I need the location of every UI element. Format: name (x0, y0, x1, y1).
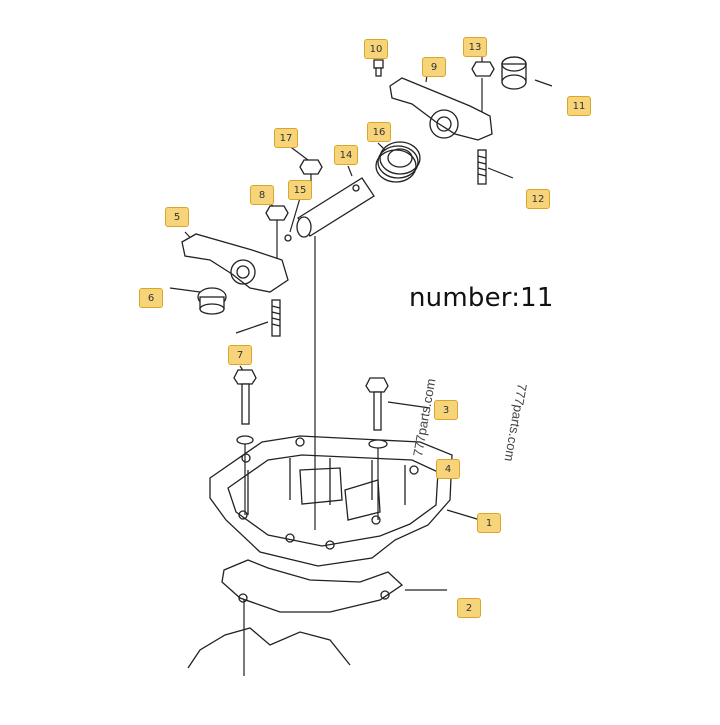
bolt-short (233, 369, 257, 515)
bolt-long (365, 377, 389, 520)
adjust-screw-left (271, 299, 281, 337)
spring (375, 141, 421, 183)
callout-label: 6 (139, 288, 163, 308)
rocker-arm-left (181, 233, 289, 315)
rocker-arm-right (389, 77, 493, 141)
callout-label: 4 (436, 459, 460, 479)
callout-label: 5 (165, 207, 189, 227)
nut-right (471, 61, 495, 77)
rocker-shaft (296, 177, 375, 530)
caption-text: number:11 (409, 283, 554, 313)
callout-label: 13 (463, 37, 487, 57)
gasket (187, 559, 404, 676)
callout-label: 11 (567, 96, 591, 116)
small-bolt (373, 59, 384, 77)
adjust-screw-right (477, 149, 487, 185)
nut-left (265, 205, 292, 258)
callout-label: 14 (334, 145, 358, 165)
callout-label: 9 (422, 57, 446, 77)
callout-label: 10 (364, 39, 388, 59)
callout-label: 16 (367, 122, 391, 142)
callout-label: 15 (288, 180, 312, 200)
callout-label: 1 (477, 513, 501, 533)
rocker-cover-body (209, 435, 453, 567)
callout-label: 17 (274, 128, 298, 148)
leader-lines (169, 55, 553, 591)
callout-label: 8 (250, 185, 274, 205)
callout-label: 2 (457, 598, 481, 618)
bushing-right (501, 56, 527, 90)
callout-label: 12 (526, 189, 550, 209)
callout-label: 3 (434, 400, 458, 420)
callout-label: 7 (228, 345, 252, 365)
